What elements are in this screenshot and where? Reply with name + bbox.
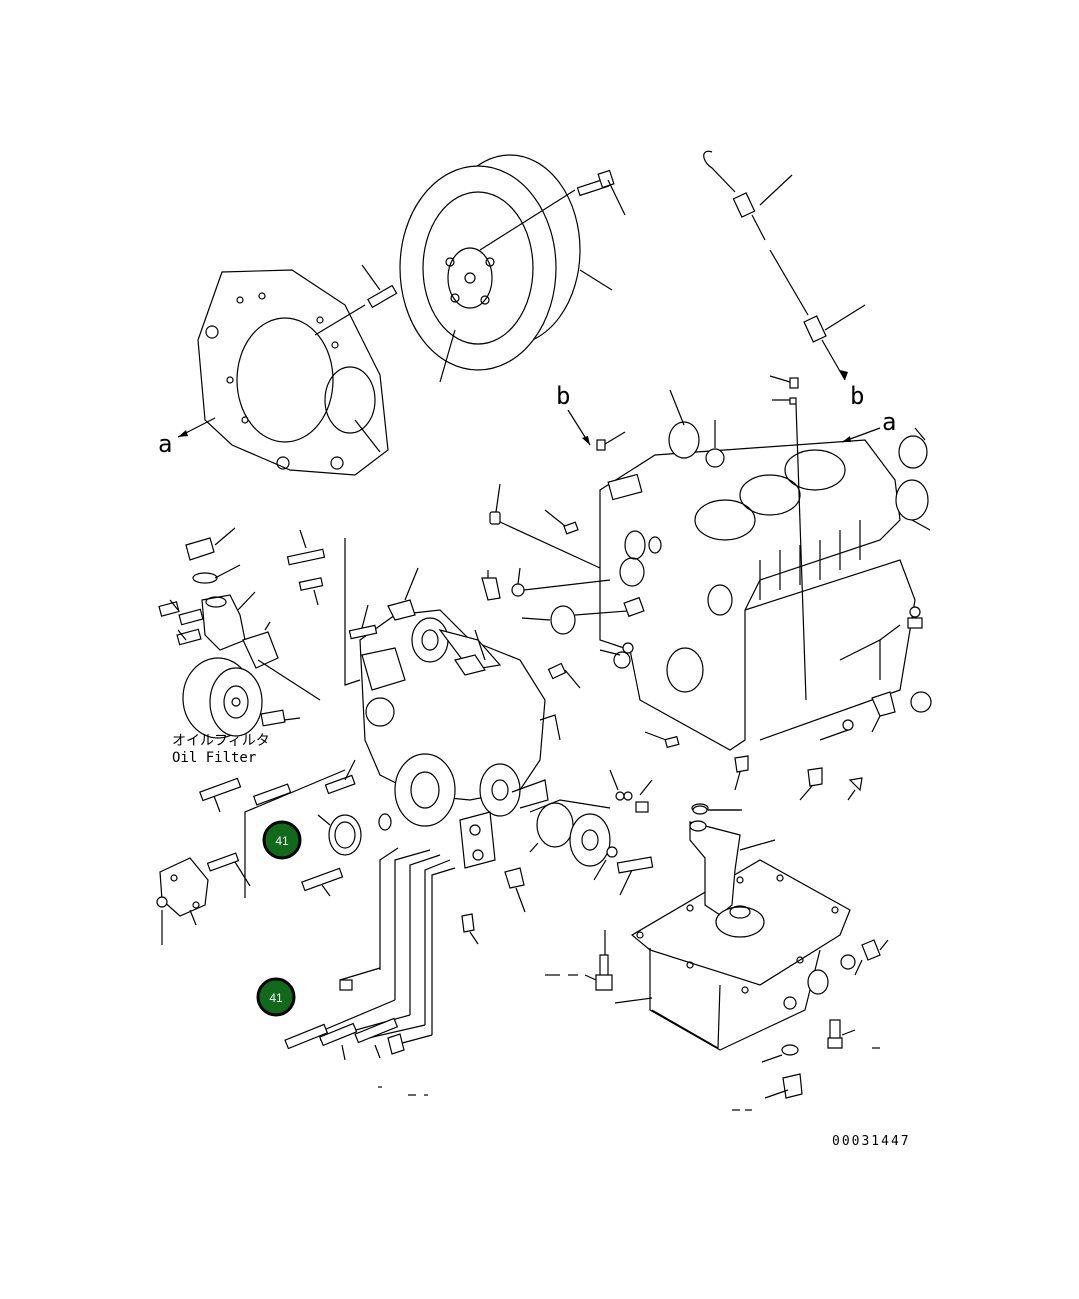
ref-b-top-label: b (850, 382, 864, 410)
ref-b-mid: b (556, 382, 591, 446)
stray-marks (378, 1086, 428, 1096)
oil-filter-group: オイルフィルタ Oil Filter (158, 527, 321, 766)
ref-a-left: a (158, 417, 216, 458)
oil-pan (630, 859, 851, 1051)
expansion-plugs (668, 389, 932, 713)
lower-bolts (284, 979, 405, 1061)
gear-case-bolts (199, 529, 526, 945)
leader-lines (244, 538, 456, 1046)
flywheel-housing-plate (197, 269, 389, 476)
ref-a-right-label: a (882, 408, 896, 436)
flywheel-bolt (479, 169, 626, 251)
gear-case (359, 567, 561, 869)
oil-filter-en-label: Oil Filter (172, 750, 256, 766)
oil-pan-hardware (545, 805, 889, 1111)
dipstick: b (703, 150, 866, 410)
dowel-pins (596, 375, 807, 701)
callout-41-lower[interactable]: 41 (256, 977, 296, 1017)
callout-41-upper[interactable]: 41 (262, 820, 302, 860)
ref-a-left-label: a (158, 430, 172, 458)
block-small-parts (481, 483, 923, 801)
front-seal-group (317, 769, 654, 896)
flywheel (399, 154, 613, 383)
ref-b-mid-label: b (556, 382, 570, 410)
oil-filter-jp-label: オイルフィルタ (172, 733, 270, 749)
side-cover-plate (156, 857, 209, 945)
drawing-number: 00031447 (832, 1134, 911, 1149)
ref-a-right: a (841, 408, 896, 443)
callout-41-upper-label: 41 (275, 834, 289, 848)
cylinder-block (599, 439, 916, 751)
callout-41-lower-label: 41 (269, 991, 283, 1005)
plate-bolt (314, 264, 398, 336)
